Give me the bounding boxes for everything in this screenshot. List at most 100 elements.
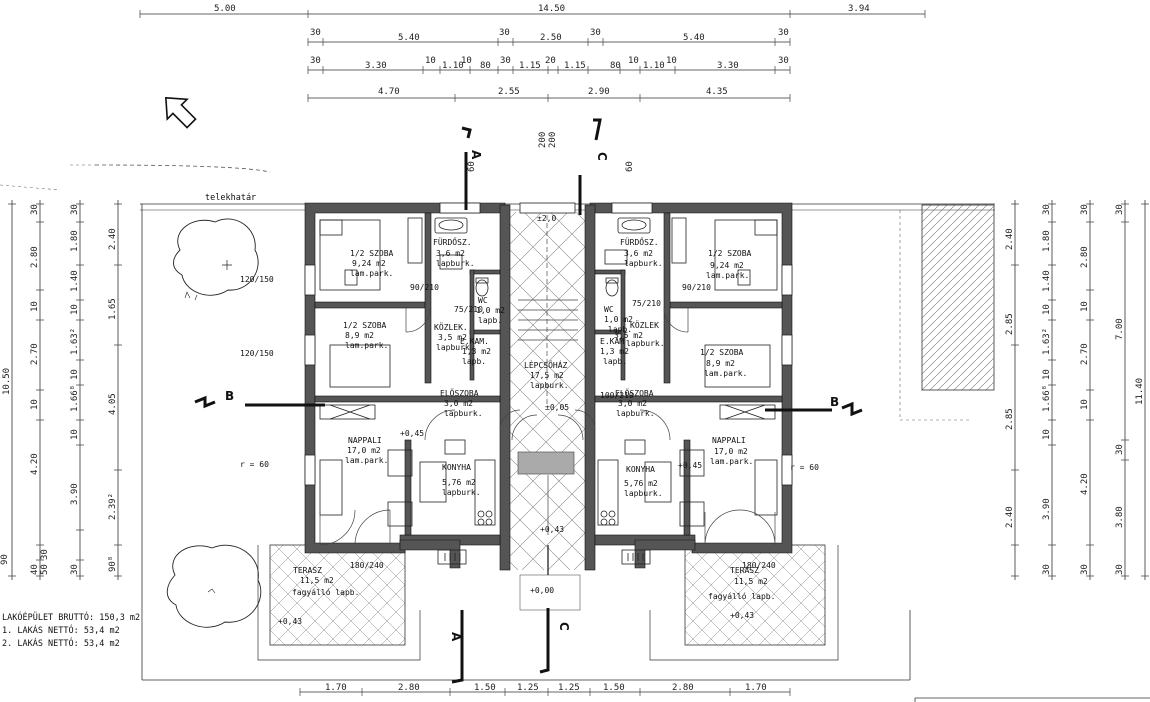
- top-dim-r2-0: 30: [310, 28, 321, 38]
- left-dim-c-4: 1.63²: [70, 328, 80, 355]
- level-mark: +0,45: [678, 461, 702, 470]
- tree-icon: [173, 218, 259, 301]
- room-name: WC: [478, 296, 488, 305]
- right-dim-c-4: 10: [1080, 399, 1090, 410]
- room-area: 11,5 m2: [734, 577, 768, 586]
- right-dim-c-0: 30: [1080, 204, 1090, 215]
- room-name: NAPPALI: [348, 436, 382, 445]
- room-name: FÜRDŐSZ.: [433, 237, 472, 247]
- room-area: 3,6 m2: [436, 249, 465, 258]
- room-floor: fagyálló lapb.: [708, 591, 775, 601]
- room-area: 17,5 m2: [530, 371, 564, 380]
- room-floor: lapburk.: [442, 488, 481, 497]
- right-dim-b-8: 3.90: [1042, 498, 1052, 520]
- room-floor: lam.park.: [706, 271, 749, 280]
- right-dimension-lines: 2.40 2.85 2.85 2.40 30 1.80 1.40 10 1.63…: [1005, 200, 1149, 580]
- bottom-dim-4: 1.25: [558, 683, 580, 693]
- room-name: E.KAM.: [460, 337, 489, 346]
- right-dim-b-9: 30: [1042, 564, 1052, 575]
- left-dim-c-9: 90: [0, 554, 10, 565]
- top-dim-r4-0: 4.70: [378, 87, 400, 97]
- room-area: 11,5 m2: [300, 576, 334, 585]
- room-name: E.KAM: [600, 337, 624, 346]
- top-dim-r3-15: 30: [778, 56, 789, 66]
- room-name: TERASZ: [293, 566, 322, 575]
- left-dim-d-4: 90⁸: [108, 556, 118, 572]
- right-dim-d-4: 30: [1115, 564, 1125, 575]
- summary-flat-1: 1. LAKÁS NETTÓ: 53,4 m2: [2, 626, 120, 636]
- left-dim-b-8: 30: [40, 549, 50, 560]
- room-name: 1/2 SZOBA: [700, 348, 744, 357]
- right-dim-b-6: 1.66⁸: [1042, 385, 1052, 412]
- top-dim-r2-6: 30: [778, 28, 789, 38]
- section-markers: A A B B C C 200 200 60 60: [194, 118, 863, 684]
- left-dim-a-0: 10.50: [2, 368, 12, 395]
- room-floor: lapburk.: [530, 381, 569, 390]
- left-dim-c-3: 10: [70, 304, 80, 315]
- right-dim-b-1: 1.80: [1042, 230, 1052, 252]
- room-floor: lapburk.: [444, 409, 483, 418]
- room-name: WC: [604, 305, 614, 314]
- top-dim-r3-2: 10: [425, 56, 436, 66]
- section-label-c-bottom: C: [557, 622, 571, 631]
- top-dim-r3-4: 10: [461, 56, 472, 66]
- left-dim-b-4: 10: [30, 399, 40, 410]
- room-floor: lapb.: [478, 316, 502, 325]
- room-floor: lam.park.: [345, 341, 388, 350]
- right-dim-d-2: 30: [1115, 444, 1125, 455]
- top-dim-r3-10: 80: [610, 61, 621, 71]
- right-dim-c-2: 10: [1080, 301, 1090, 312]
- room-name: KÖZLEK.: [434, 322, 468, 332]
- room-name: 1/2 SZOBA: [350, 249, 394, 258]
- left-dim-b-6: 40: [30, 564, 40, 575]
- window-60-left: 60: [467, 161, 477, 172]
- level-mark: +0,43: [540, 525, 564, 534]
- north-arrow-icon: [164, 96, 197, 129]
- left-dim-b-0: 30: [30, 204, 40, 215]
- room-name: ELŐSZOBA: [440, 388, 479, 398]
- room-name: 1/2 SZOBA: [343, 321, 387, 330]
- right-dim-a-2: 2.85: [1005, 408, 1015, 430]
- left-dim-c-1: 1.80: [70, 230, 80, 252]
- top-dim-r3-1: 3.30: [365, 61, 387, 71]
- right-dim-c-5: 4.20: [1080, 473, 1090, 495]
- right-dim-b-2: 1.40: [1042, 270, 1052, 292]
- room-floor: fagyálló lapb.: [292, 587, 359, 597]
- top-dim-r2-5: 5.40: [683, 33, 705, 43]
- opening-mark: r = 60: [790, 463, 819, 472]
- level-marks: +0,45 +0,45 ±0,05 +0,43 +0,43 +0,43 +0,0…: [278, 214, 754, 626]
- room-area: 1,3 m2: [600, 347, 629, 356]
- section-label-c-top: C: [595, 152, 609, 161]
- left-dim-c-2: 1.40: [70, 270, 80, 292]
- top-dim-r2-3: 2.50: [540, 33, 562, 43]
- room-floor: lam.park.: [345, 456, 388, 465]
- area-summary: LAKÓÉPÜLET BRUTTÓ: 150,3 m2 1. LAKÁS NET…: [2, 612, 140, 651]
- opening-marks: 120/150 120/150 90/210 90/210 75/210 75/…: [240, 275, 819, 570]
- room-name: TERASZ: [730, 566, 759, 575]
- opening-mark: 100/210: [600, 391, 634, 400]
- summary-gross: LAKÓÉPÜLET BRUTTÓ: 150,3 m2: [2, 613, 141, 623]
- right-dim-d-3: 3.80: [1115, 506, 1125, 528]
- bottom-dim-7: 1.70: [745, 683, 767, 693]
- room-area: 17,0 m2: [347, 446, 381, 455]
- summary-flat-2: 2. LAKÁS NETTÓ: 53,4 m2: [2, 639, 120, 649]
- top-dim-r3-11: 10: [628, 56, 639, 66]
- level-mark: +0,43: [278, 617, 302, 626]
- right-dim-a-1: 2.85: [1005, 313, 1015, 335]
- section-label-a-top: A: [469, 150, 483, 160]
- top-dim-r4-2: 2.90: [588, 87, 610, 97]
- bottom-dim-0: 1.70: [325, 683, 347, 693]
- room-floor: lapburk.: [436, 343, 475, 352]
- right-dim-a-0: 2.40: [1005, 228, 1015, 250]
- top-dim-r3-13: 10: [666, 56, 677, 66]
- opening-mark: 75/210: [632, 299, 661, 308]
- room-area: 3,5 m2: [438, 333, 467, 342]
- left-dim-c-5: 10: [70, 369, 80, 380]
- room-area: 3,0 m2: [444, 399, 473, 408]
- left-dim-d-3: 2.39²: [108, 493, 118, 520]
- room-floor: lapburk.: [626, 339, 665, 348]
- bottom-dim-2: 1.50: [474, 683, 496, 693]
- left-dim-d-2: 4.05: [108, 393, 118, 415]
- top-dim-r2-2: 30: [499, 28, 510, 38]
- room-area: 5,76 m2: [624, 479, 658, 488]
